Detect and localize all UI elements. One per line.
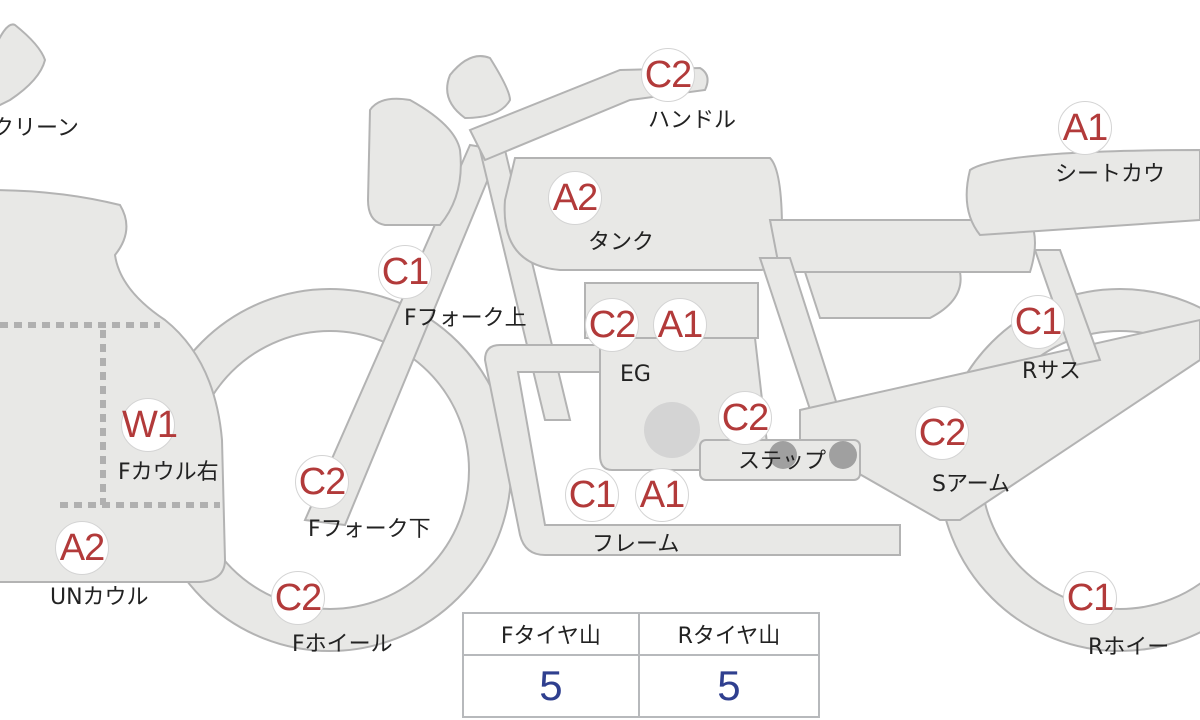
grade-badge-seat-cowl[interactable]: A1	[1058, 101, 1112, 155]
step-peg-rear	[829, 441, 857, 469]
grade-badge-under-cowl[interactable]: A2	[55, 521, 109, 575]
part-label-swingarm: Sアーム	[932, 472, 1010, 497]
screen-label: クリーン	[0, 116, 79, 141]
grade-badge-front-fork-lower[interactable]: C2	[295, 455, 349, 509]
seat-cowl-shape	[965, 148, 1200, 237]
part-label-rear-suspension: Rサス	[1022, 359, 1081, 384]
part-label-front-fork-lower: Fフォーク下	[308, 517, 431, 542]
screen-shape	[0, 23, 47, 107]
part-label-seat-cowl: シートカウ	[1055, 162, 1166, 187]
part-label-front-wheel: Fホイール	[292, 632, 393, 657]
grade-badge-front-wheel[interactable]: C2	[271, 571, 325, 625]
grade-badge-step[interactable]: C2	[718, 391, 772, 445]
part-label-rear-wheel: Rホイー	[1088, 635, 1170, 660]
front-tire-value: 5	[462, 654, 640, 718]
part-label-frame: フレーム	[592, 532, 680, 557]
engine-cover	[644, 402, 700, 458]
side-cover-shape	[803, 271, 962, 319]
grade-badge-engine-2[interactable]: A1	[653, 298, 707, 352]
headlight-shape	[366, 97, 462, 226]
front-cowl-shape	[0, 189, 227, 583]
grade-badge-swingarm[interactable]: C2	[915, 406, 969, 460]
grade-badge-engine-1[interactable]: C2	[585, 298, 639, 352]
grade-badge-rear-suspension[interactable]: C1	[1011, 295, 1065, 349]
front-tire-header: Fタイヤ山	[462, 612, 640, 656]
part-label-under-cowl: UNカウル	[50, 585, 149, 610]
part-label-step: ステップ	[738, 449, 827, 474]
rear-tire-header: Rタイヤ山	[637, 612, 821, 656]
grade-badge-front-cowl-right[interactable]: W1	[121, 398, 178, 452]
grade-badge-frame-1[interactable]: C1	[565, 468, 619, 522]
part-label-handle: ハンドル	[648, 108, 737, 133]
tire-tread-table: Fタイヤ山 Rタイヤ山 5 5	[462, 612, 821, 718]
meter-shape	[446, 55, 512, 120]
part-label-front-cowl-right: Fカウル右	[118, 460, 219, 485]
rear-tire-value: 5	[637, 654, 821, 718]
part-label-front-fork-upper: Fフォーク上	[404, 306, 527, 331]
frame-lower-shape	[483, 344, 901, 556]
grade-badge-handle[interactable]: C2	[641, 48, 695, 102]
grade-badge-rear-wheel[interactable]: C1	[1063, 571, 1117, 625]
step-peg	[769, 441, 797, 469]
grade-badge-frame-2[interactable]: A1	[635, 468, 689, 522]
grade-badge-tank[interactable]: A2	[548, 171, 602, 225]
part-label-engine: EG	[620, 362, 651, 387]
part-label-tank: タンク	[588, 230, 655, 255]
grade-badge-front-fork-upper[interactable]: C1	[378, 245, 432, 299]
